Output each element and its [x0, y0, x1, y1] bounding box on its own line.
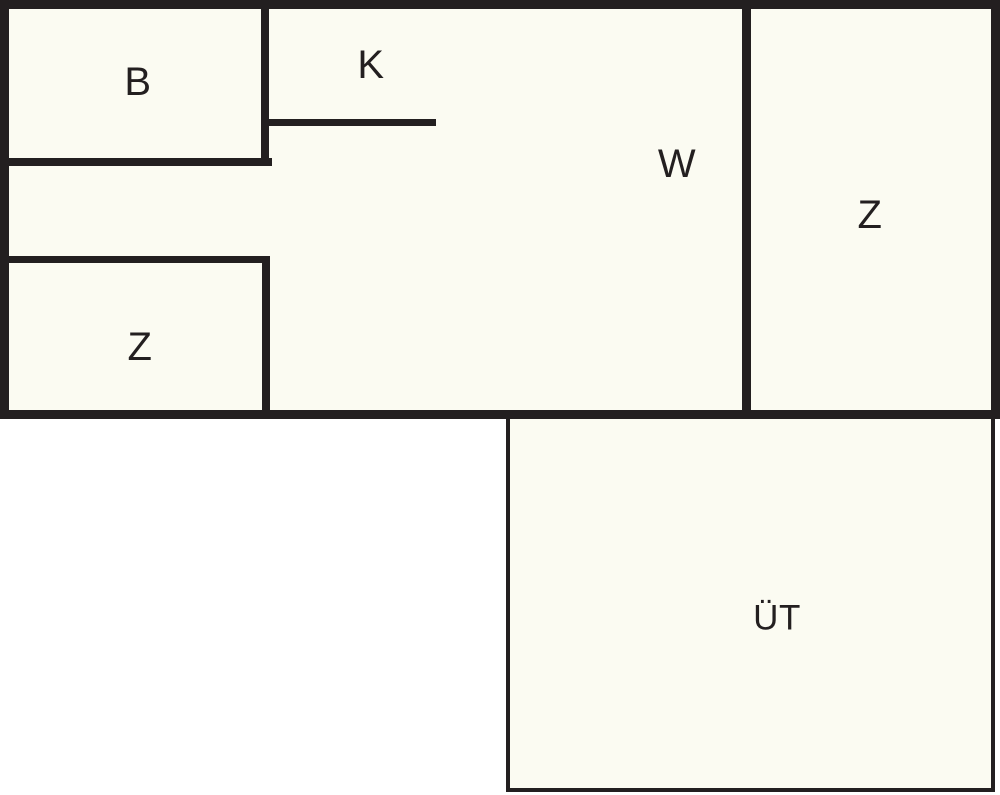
wall-room-z-left-right [262, 256, 270, 418]
room-label-ut: ÜT [753, 598, 801, 638]
room-label-k: K [357, 43, 385, 87]
wall-w-z-divider [742, 0, 751, 418]
wall-kitchen-partition [269, 119, 436, 126]
wall-room-b-right [261, 0, 269, 165]
room-ut-outline [506, 410, 995, 792]
room-label-b: B [124, 60, 152, 104]
room-label-z-right: Z [857, 193, 883, 237]
room-label-z-left: Z [127, 325, 153, 369]
room-label-w: W [657, 142, 697, 186]
wall-room-z-left-top [8, 256, 270, 263]
upper-unit-outline [0, 0, 1000, 419]
wall-room-b-bottom [0, 158, 272, 166]
